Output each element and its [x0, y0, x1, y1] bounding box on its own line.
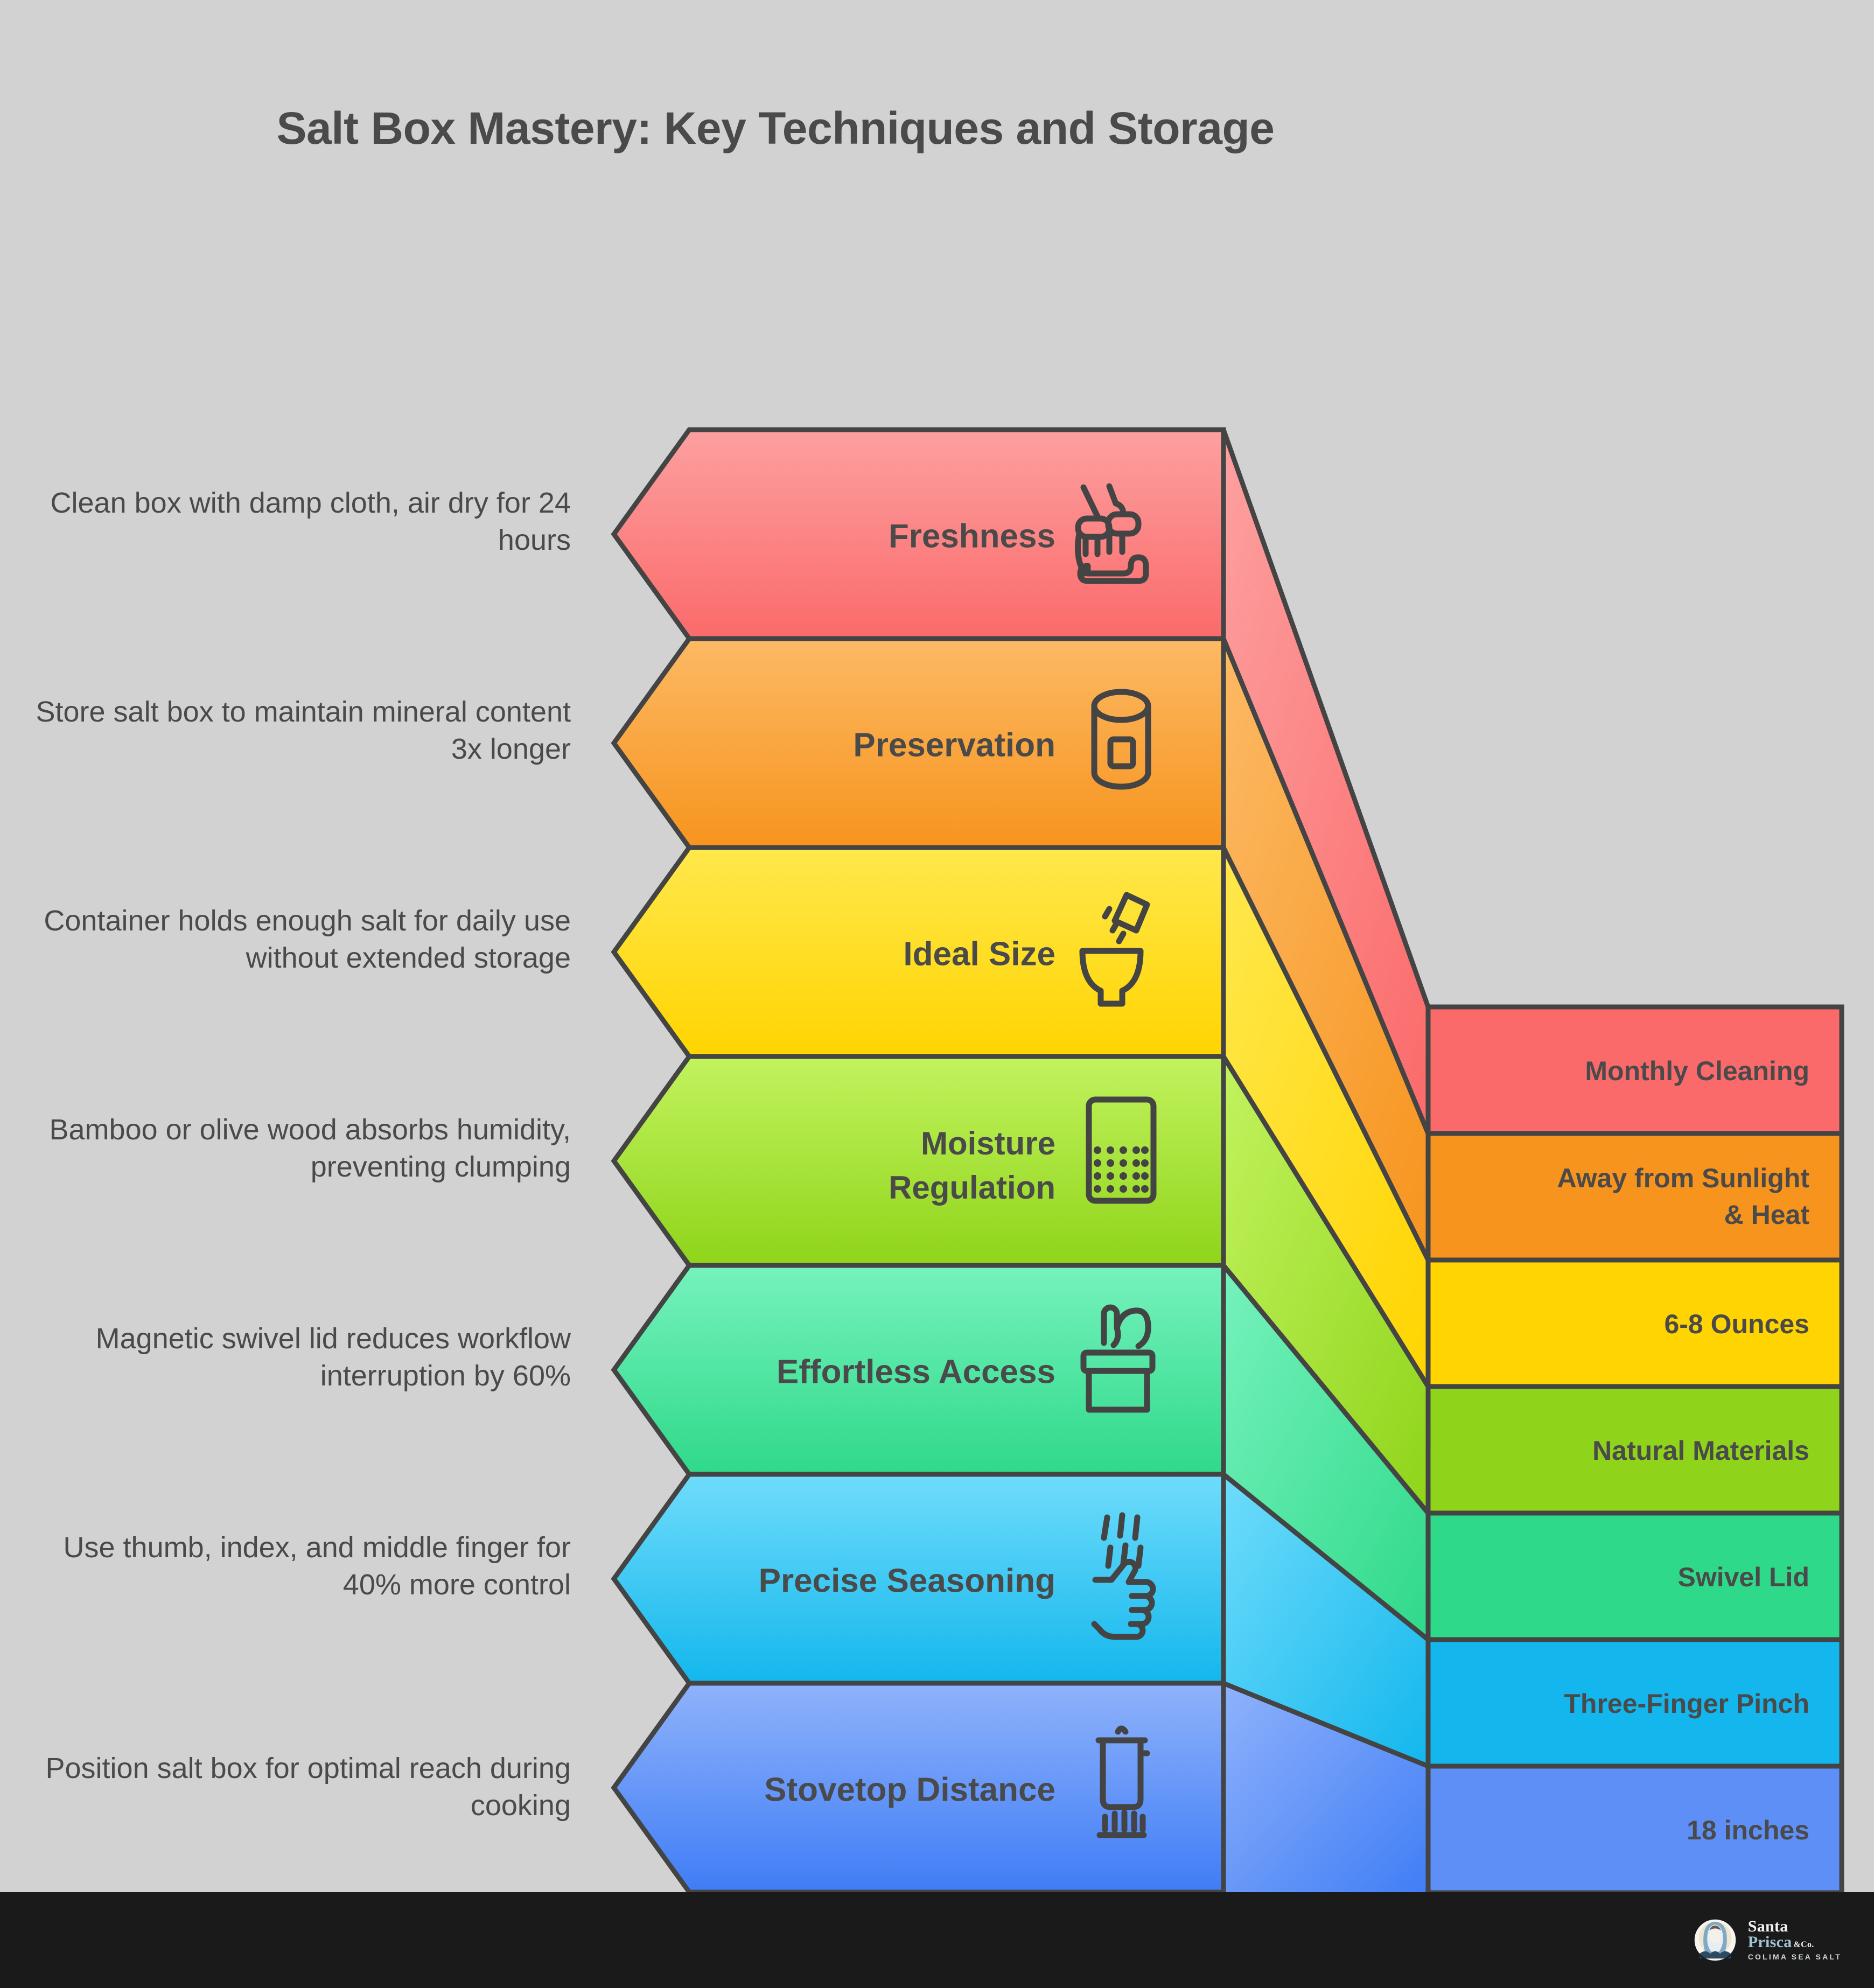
- stage-description-0: Clean box with damp cloth, air dry for 2…: [50, 487, 571, 557]
- pinch-sprinkle-hand-icon: [1091, 1512, 1156, 1640]
- broom-sweeping-icon: [1075, 483, 1149, 584]
- pouring-salt-bowl-icon: [1079, 892, 1150, 1007]
- funnel-arrow-preservation[interactable]: Preservation: [611, 636, 1226, 850]
- brand-text: Santa Prisca &Co. COLIMA SEA SALT: [1748, 1919, 1842, 1961]
- category-box-3[interactable]: Natural Materials: [1425, 1384, 1844, 1516]
- funnel-arrow-label-3-line1: Moisture: [921, 1125, 1055, 1161]
- funnel-arrow-label-1: Preservation: [853, 726, 1055, 764]
- category-label-2: 6-8 Ounces: [1664, 1309, 1809, 1339]
- page-title: Salt Box Mastery: Key Techniques and Sto…: [276, 103, 1275, 153]
- salt-container-jar-icon: [1091, 689, 1151, 790]
- category-box-0[interactable]: Monthly Cleaning: [1425, 1004, 1844, 1136]
- category-box-2[interactable]: 6-8 Ounces: [1425, 1257, 1844, 1389]
- category-label-1-line1: Away from Sunlight: [1557, 1163, 1809, 1193]
- funnel-arrows: Freshness Preservation: [611, 427, 1226, 1895]
- category-label-0: Monthly Cleaning: [1585, 1056, 1809, 1086]
- stage-description-4: Magnetic swivel lid reduces workflow int…: [95, 1322, 571, 1392]
- brand-name-line1: Santa: [1747, 1917, 1788, 1935]
- brand-tagline: COLIMA SEA SALT: [1747, 1952, 1842, 1961]
- funnel-arrow-ideal-size[interactable]: Ideal Size: [611, 845, 1226, 1059]
- category-label-5: Three-Finger Pinch: [1564, 1689, 1809, 1719]
- category-box-1[interactable]: Away from Sunlight & Heat: [1425, 1131, 1844, 1263]
- category-label-1-line2: & Heat: [1724, 1200, 1810, 1230]
- grain-container-icon: [1086, 1096, 1157, 1204]
- brand-logo: Santa Prisca &Co. COLIMA SEA SALT: [1691, 1916, 1842, 1964]
- hand-open-lid-icon: [1080, 1304, 1156, 1413]
- funnel-arrow-effortless-access[interactable]: Effortless Access: [611, 1263, 1226, 1477]
- stage-description-5: Use thumb, index, and middle finger for …: [63, 1531, 571, 1601]
- category-boxes: Monthly Cleaning Away from Sunlight & He…: [1425, 1004, 1844, 1895]
- footer-bar: Santa Prisca &Co. COLIMA SEA SALT: [0, 1892, 1874, 1988]
- funnel-arrow-stovetop-distance[interactable]: Stovetop Distance: [611, 1681, 1226, 1895]
- funnel-arrow-label-0: Freshness: [889, 517, 1055, 555]
- category-box-6[interactable]: 18 inches: [1425, 1763, 1844, 1895]
- funnel-arrow-label-4: Effortless Access: [777, 1353, 1055, 1390]
- stage-description-2: Container holds enough salt for daily us…: [44, 905, 571, 975]
- brand-name-prisca: Prisca: [1747, 1933, 1792, 1951]
- stage-description-6: Position salt box for optimal reach duri…: [45, 1752, 571, 1822]
- category-box-5[interactable]: Three-Finger Pinch: [1425, 1637, 1844, 1769]
- category-box-4[interactable]: Swivel Lid: [1425, 1510, 1844, 1642]
- stage-description-3: Bamboo or olive wood absorbs humidity, p…: [49, 1114, 571, 1184]
- funnel-arrow-label-5: Precise Seasoning: [759, 1562, 1055, 1599]
- funnel-arrow-label-3-line2: Regulation: [889, 1170, 1055, 1206]
- funnel-arrow-label-6: Stovetop Distance: [764, 1771, 1055, 1808]
- santa-prisca-emblem-icon: [1693, 1918, 1737, 1962]
- funnel-arrow-label-2: Ideal Size: [903, 935, 1055, 972]
- category-label-3: Natural Materials: [1592, 1436, 1809, 1466]
- funnel-arrow-freshness[interactable]: Freshness: [611, 427, 1226, 641]
- cooking-pot-heat-icon: [1095, 1725, 1150, 1838]
- brand-suffix: &Co.: [1793, 1940, 1814, 1949]
- connector-bands: [1221, 429, 1431, 1902]
- category-label-4: Swivel Lid: [1677, 1562, 1809, 1592]
- brand-name-line2: Prisca &Co.: [1747, 1933, 1842, 1951]
- stage-description-1: Store salt box to maintain mineral conte…: [36, 696, 571, 766]
- funnel-arrow-precise-seasoning[interactable]: Precise Seasoning: [611, 1472, 1226, 1686]
- funnel-arrow-moisture-regulation[interactable]: Moisture Regulation: [611, 1054, 1226, 1268]
- category-label-6: 18 inches: [1687, 1815, 1809, 1845]
